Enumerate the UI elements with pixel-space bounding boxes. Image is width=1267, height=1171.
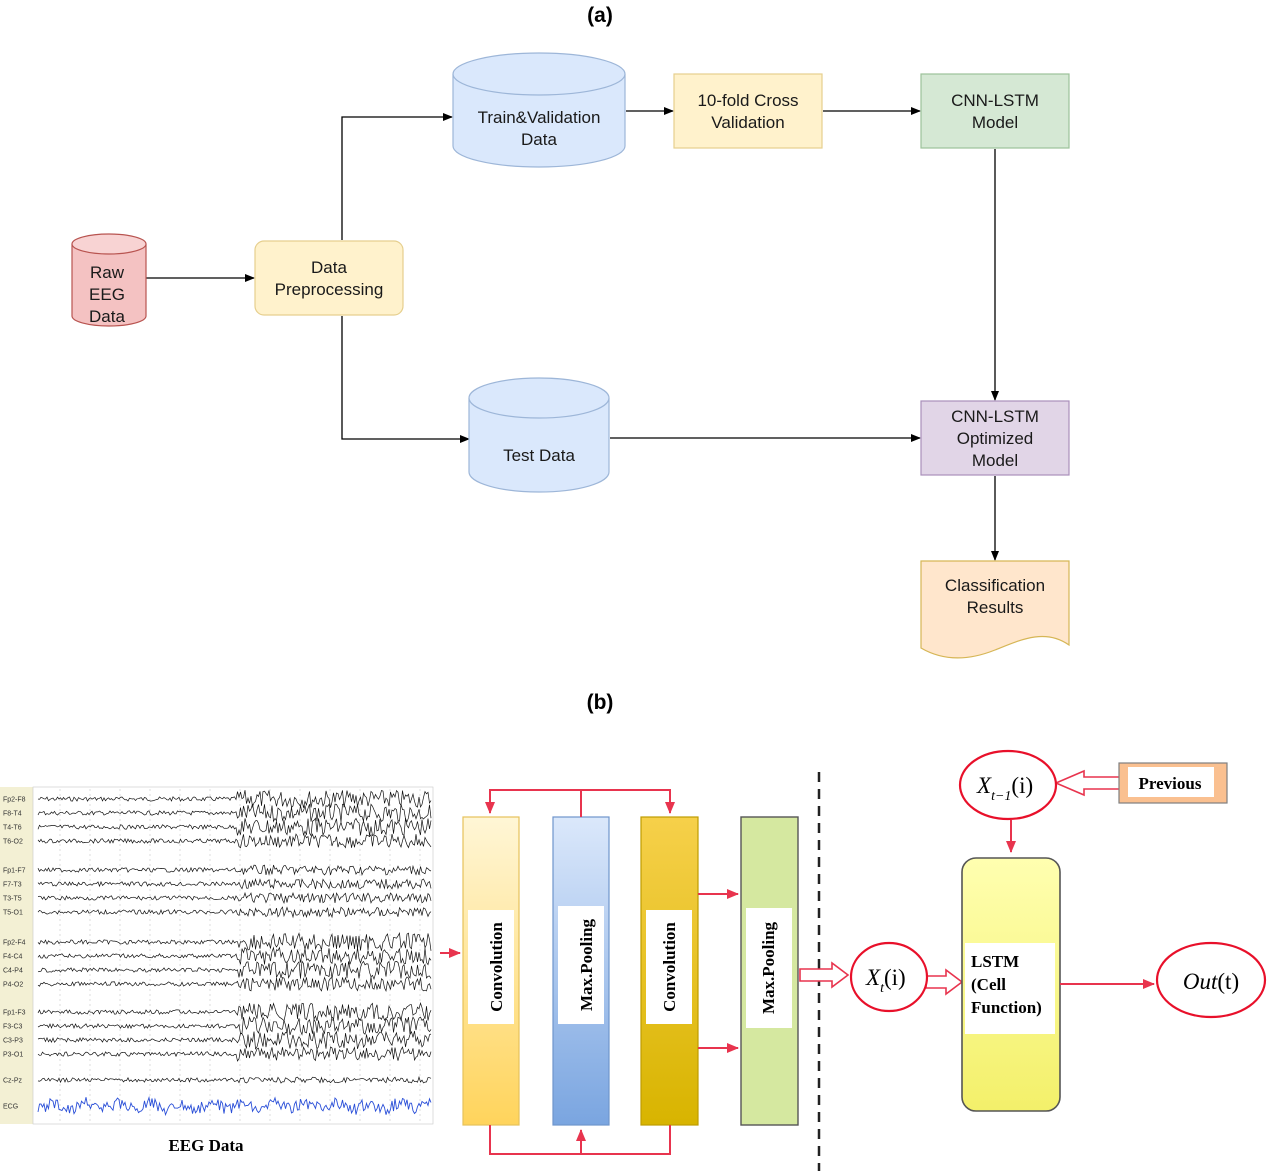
eeg-channel-label: Fp1-F3: [3, 1010, 26, 1017]
eeg-channel-label: T6-O2: [3, 839, 23, 846]
previous-label: Previous: [1139, 774, 1202, 793]
eeg-trace: [37, 833, 432, 849]
eeg-channel-label: F4-C4: [3, 954, 23, 961]
eeg-trace: [37, 906, 432, 919]
cnn-layer-convolution-1: Convolution: [462, 816, 520, 1126]
connectors-panel-a: [146, 107, 999, 561]
eeg-trace: [37, 789, 432, 809]
eeg-trace: [37, 864, 432, 876]
eeg-trace: [37, 1046, 432, 1062]
eeg-channel-label: Fp1-F7: [3, 868, 26, 875]
arrow-top-bracket-right: [581, 789, 675, 814]
eeg-channel-label: F7-T3: [3, 882, 22, 889]
cnn-connectors: [485, 789, 739, 1155]
hollow-arrow-xt-to-lstm: [925, 968, 964, 996]
eeg-recording: Fp2-F8F8-T4T4-T6T6-O2Fp1-F7F7-T3T3-T5T5-…: [0, 786, 434, 1125]
panel-b-label: (b): [587, 691, 614, 714]
eeg-trace: [37, 1030, 432, 1050]
eeg-trace: [37, 1001, 432, 1022]
test-data-cylinder: Test Data: [468, 377, 610, 493]
hollow-arrow-pool-to-xt: [799, 961, 850, 989]
maxpooling-1-label: Max.Pooling: [577, 918, 596, 1011]
eeg-channel-label: T4-T6: [3, 825, 22, 832]
eeg-channel-label: F3-C3: [3, 1024, 23, 1031]
eeg-trace: [37, 803, 432, 823]
eeg-trace: [37, 877, 432, 890]
eeg-trace: [37, 1015, 432, 1036]
arrow-top-bracket-left: [485, 789, 582, 817]
out-node: Out(t): [1155, 941, 1267, 1019]
convolution-2-label: Convolution: [660, 922, 679, 1012]
eeg-channel-label: Fp2-F8: [3, 797, 26, 804]
eeg-channel-label: Cz-Pz: [3, 1078, 23, 1085]
eeg-channel-label: T3-T5: [3, 896, 22, 903]
cnn-layer-maxpooling-1: Max.Pooling: [552, 816, 610, 1126]
eeg-channel-label: P4-O2: [3, 982, 23, 989]
eeg-trace: [37, 817, 432, 837]
x-prev-node: Xt−1(i): [958, 749, 1058, 821]
eeg-trace: [37, 1075, 432, 1084]
test-data-label: Test Data: [503, 446, 575, 465]
previous-box: Previous: [1118, 762, 1228, 804]
eeg-channel-label: C3-P3: [3, 1038, 23, 1045]
panel-a-label: (a): [587, 4, 613, 27]
eeg-trace: [37, 960, 432, 981]
eeg-channel-label: T5-O1: [3, 910, 23, 917]
eeg-channel-label: C4-P4: [3, 968, 23, 975]
eeg-trace: [37, 1095, 432, 1117]
eeg-trace: [37, 946, 432, 966]
out-label: Out(t): [1183, 969, 1239, 994]
x-t-node: Xt(i): [849, 941, 929, 1013]
arrow-preprocessing-to-test: [341, 316, 470, 443]
eeg-channel-strip: [0, 787, 33, 1124]
x-t-label: Xt(i): [865, 965, 906, 996]
eeg-channel-labels: Fp2-F8F8-T4T4-T6T6-O2Fp1-F7F7-T3T3-T5T5-…: [3, 797, 26, 1111]
x-prev-label: Xt−1(i): [976, 773, 1033, 804]
eeg-channel-label: F8-T4: [3, 811, 22, 818]
eeg-channel-label: ECG: [3, 1104, 18, 1111]
eeg-trace: [37, 976, 432, 993]
eeg-traces: [37, 789, 432, 1117]
cnn-layer-maxpooling-2: Max.Pooling: [740, 816, 799, 1126]
convolution-1-label: Convolution: [487, 922, 506, 1012]
eeg-data-caption: EEG Data: [168, 1136, 244, 1155]
maxpooling-2-label: Max.Pooling: [759, 921, 778, 1014]
eeg-trace: [37, 891, 432, 904]
eeg-channel-label: P3-O1: [3, 1052, 23, 1059]
hollow-arrow-previous-to-xprev: [1053, 769, 1121, 797]
eeg-channel-label: Fp2-F4: [3, 940, 26, 947]
arrow-preprocessing-to-train: [341, 113, 453, 240]
cnn-layer-convolution-2: Convolution: [640, 816, 699, 1126]
eeg-trace: [37, 932, 432, 951]
